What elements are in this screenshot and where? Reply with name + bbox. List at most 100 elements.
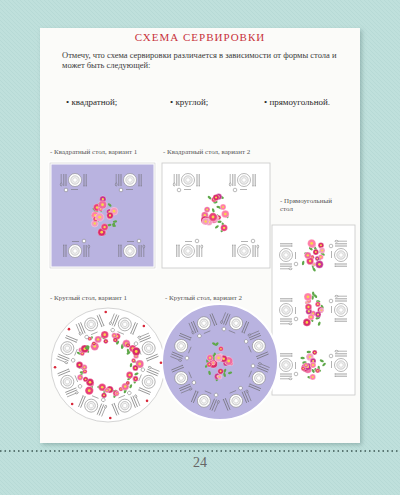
intro-paragraph: Отмечу, что схема сервировки различается… <box>62 50 348 70</box>
drawing-part <box>192 380 197 385</box>
drawing-part <box>64 379 70 385</box>
drawing-part <box>176 245 177 246</box>
drawing-part <box>114 339 116 341</box>
drawing-part <box>143 248 144 257</box>
flower-arrangement <box>76 345 89 356</box>
drawing-part <box>211 208 215 213</box>
drawing-part <box>310 362 316 368</box>
drawing-part <box>120 388 122 390</box>
drawing-part <box>113 338 118 343</box>
drawing-part <box>255 245 256 257</box>
square-table-1-edge <box>50 163 155 268</box>
drawing-part <box>228 315 245 332</box>
drawing-part <box>93 343 94 344</box>
drawing-part <box>116 174 117 183</box>
drawing-part <box>280 298 292 299</box>
drawing-part <box>249 371 252 377</box>
place-setting <box>75 314 106 341</box>
drawing-part <box>139 390 150 395</box>
drawing-part <box>75 391 78 394</box>
drawing-part <box>295 307 296 314</box>
drawing-part <box>317 321 321 326</box>
drawing-part <box>335 353 347 354</box>
place-setting <box>107 313 138 340</box>
drawing-part <box>335 319 347 320</box>
drawing-part <box>315 312 321 318</box>
drawing-part <box>338 296 347 297</box>
page-number: 24 <box>180 455 220 472</box>
drawing-part <box>302 368 304 370</box>
drawing-part <box>321 310 323 312</box>
drawing-part <box>124 245 137 258</box>
drawing-part <box>238 245 251 258</box>
drawing-part <box>208 370 211 375</box>
drawing-part <box>58 356 69 361</box>
drawing-part <box>312 360 314 362</box>
drawing-part <box>320 244 322 246</box>
drawing-part <box>225 314 230 325</box>
drawing-part <box>81 322 86 333</box>
drawing-part <box>182 365 183 366</box>
drawing-part <box>217 400 220 403</box>
drawing-part <box>280 323 289 324</box>
drawing-part <box>75 349 78 355</box>
drawing-part <box>182 174 195 187</box>
drawing-part <box>136 398 139 406</box>
drawing-part <box>79 332 82 335</box>
drawing-part <box>173 370 190 387</box>
drawing-part <box>86 319 97 330</box>
drawing-part <box>86 245 87 257</box>
drawing-part <box>58 371 69 376</box>
drawing-part <box>257 367 268 372</box>
place-setting <box>232 239 259 257</box>
drawing-part <box>179 384 190 389</box>
drawing-part <box>77 375 83 381</box>
drawing-part <box>88 248 89 257</box>
drawing-part <box>302 261 305 266</box>
drawing-part <box>86 400 97 411</box>
drawing-part <box>138 186 139 187</box>
drawing-part <box>85 396 86 397</box>
drawing-part <box>98 216 101 219</box>
drawing-part <box>83 397 100 414</box>
drawing-part <box>197 334 202 339</box>
drawing-part <box>76 340 77 341</box>
drawing-part <box>214 325 215 326</box>
flower-arrangement <box>204 342 233 382</box>
drawing-part <box>176 174 177 186</box>
drawing-part <box>214 342 219 347</box>
place-setting <box>242 330 269 361</box>
drawing-part <box>181 390 189 393</box>
drawing-part <box>335 374 347 375</box>
drawing-part <box>335 350 338 352</box>
drawing-part <box>106 389 108 391</box>
drawing-part <box>206 209 208 211</box>
drawing-part <box>178 343 184 349</box>
drawing-part <box>189 388 192 391</box>
cherry-dot <box>160 361 163 364</box>
place-setting <box>329 295 347 322</box>
drawing-part <box>204 331 210 334</box>
drawing-part <box>314 352 316 354</box>
drawing-part <box>213 194 219 200</box>
drawing-part <box>138 348 141 354</box>
drawing-part <box>59 340 76 357</box>
drawing-part <box>179 174 180 186</box>
place-setting <box>218 312 249 339</box>
drawing-part <box>196 186 197 187</box>
drawing-part <box>202 218 209 225</box>
drawing-part <box>307 351 311 354</box>
drawing-part <box>146 379 152 385</box>
drawing-part <box>126 189 133 190</box>
drawing-part <box>128 249 132 253</box>
drawing-part <box>218 346 223 351</box>
drawing-part <box>110 328 115 333</box>
drawing-part <box>304 293 312 301</box>
drawing-part <box>329 299 333 303</box>
drawing-part <box>148 366 151 369</box>
flower-arrangement <box>303 291 324 326</box>
drawing-part <box>235 245 236 257</box>
drawing-part <box>118 245 119 257</box>
drawing-part <box>329 354 333 358</box>
drawing-part <box>222 312 225 320</box>
